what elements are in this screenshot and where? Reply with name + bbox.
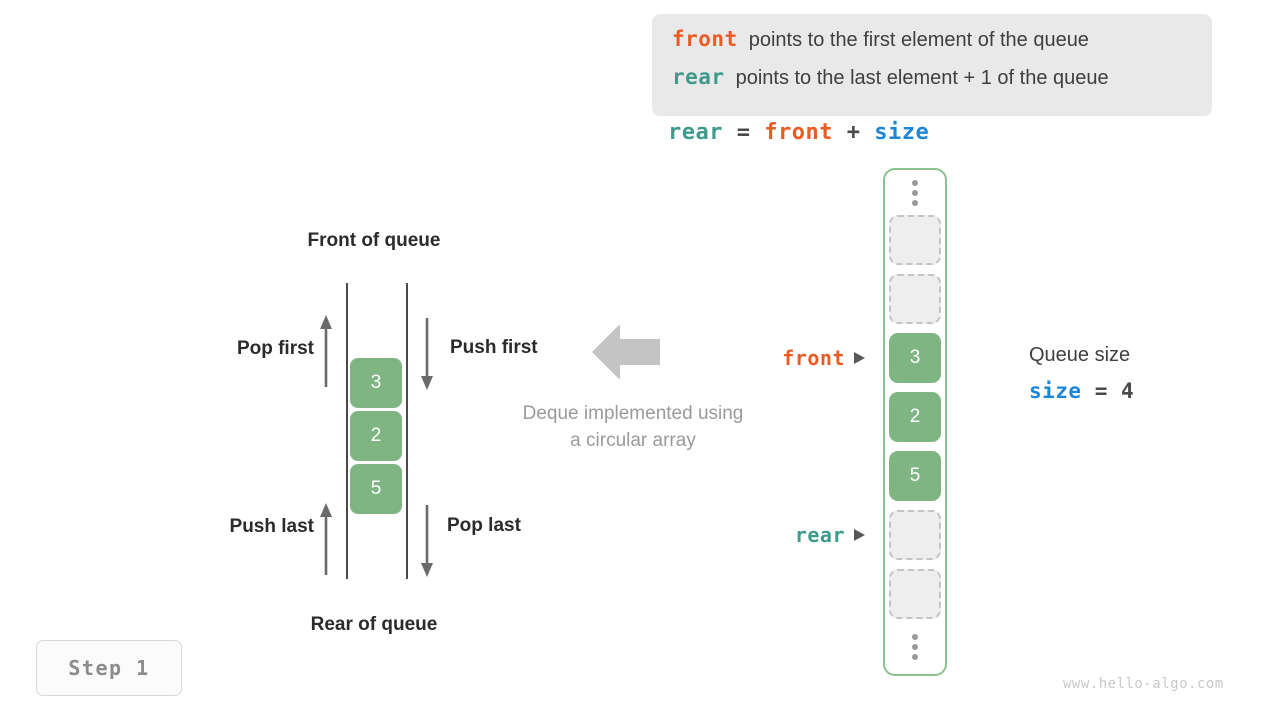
legend-box: front points to the first element of the… [652, 14, 1212, 116]
pointer-rear-label: rear [794, 523, 845, 547]
label-pop-first: Pop first [236, 338, 314, 359]
label-push-first: Push first [450, 337, 538, 358]
array-cell-empty [889, 274, 941, 324]
deque-rail-right [406, 283, 408, 579]
arrow-down-push-first-icon [421, 318, 433, 390]
pointer-front: front [755, 346, 865, 370]
circular-array-frame [883, 168, 947, 676]
legend-description-front: points to the first element of the queue [748, 29, 1089, 51]
deque-cell: 5 [350, 464, 402, 514]
vertical-ellipsis-icon [909, 180, 921, 206]
pointer-front-label: front [782, 346, 845, 370]
caption-line-1: Deque implemented using [522, 403, 744, 424]
array-cell-empty [889, 569, 941, 619]
queue-size-value: size = 4 [1029, 379, 1134, 403]
array-cell-filled: 2 [889, 392, 941, 442]
big-left-arrow-icon [592, 324, 660, 380]
step-badge: Step 1 [36, 640, 182, 696]
legend-keyword-rear: rear [672, 65, 725, 89]
caption-line-2: a circular array [570, 430, 696, 451]
deque-cell: 2 [350, 411, 402, 461]
legend-keyword-front: front [672, 27, 738, 51]
label-push-last: Push last [229, 516, 314, 537]
arrow-up-push-last-icon [320, 503, 332, 575]
array-cell-filled: 3 [889, 333, 941, 383]
watermark: www.hello-algo.com [1063, 676, 1224, 692]
legend-description-rear: points to the last element + 1 of the qu… [735, 67, 1109, 89]
formula-rhs-size: size [874, 120, 930, 145]
pointer-rear: rear [755, 523, 865, 547]
deque-rail-left [346, 283, 348, 579]
array-cell-empty [889, 215, 941, 265]
formula-lhs: rear [668, 120, 723, 145]
array-cell-filled: 5 [889, 451, 941, 501]
queue-size-title: Queue size [1029, 344, 1131, 366]
size-equals: = [1081, 379, 1122, 403]
deque-rear-title: Rear of queue [310, 614, 438, 635]
pointer-rear-arrow-icon [854, 529, 865, 541]
deque-front-title: Front of queue [307, 230, 441, 251]
formula-rhs-front: front [764, 120, 833, 145]
vertical-ellipsis-icon [909, 634, 921, 660]
legend-line-front: front points to the first element of the… [672, 27, 1192, 65]
arrow-up-pop-first-icon [320, 315, 332, 387]
deque-cell: 3 [350, 358, 402, 408]
size-number: 4 [1121, 379, 1135, 403]
diagram-caption: Deque implemented using a circular array [492, 400, 774, 454]
pointer-front-arrow-icon [854, 352, 865, 364]
formula-rear-equals-front-plus-size: rear = front + size [668, 120, 929, 145]
label-pop-last: Pop last [447, 515, 521, 536]
arrow-down-pop-last-icon [421, 505, 433, 577]
formula-equals: = [722, 120, 765, 145]
size-var: size [1029, 379, 1082, 403]
legend-line-rear: rear points to the last element + 1 of t… [672, 65, 1192, 103]
array-cell-empty [889, 510, 941, 560]
formula-plus: + [832, 120, 875, 145]
